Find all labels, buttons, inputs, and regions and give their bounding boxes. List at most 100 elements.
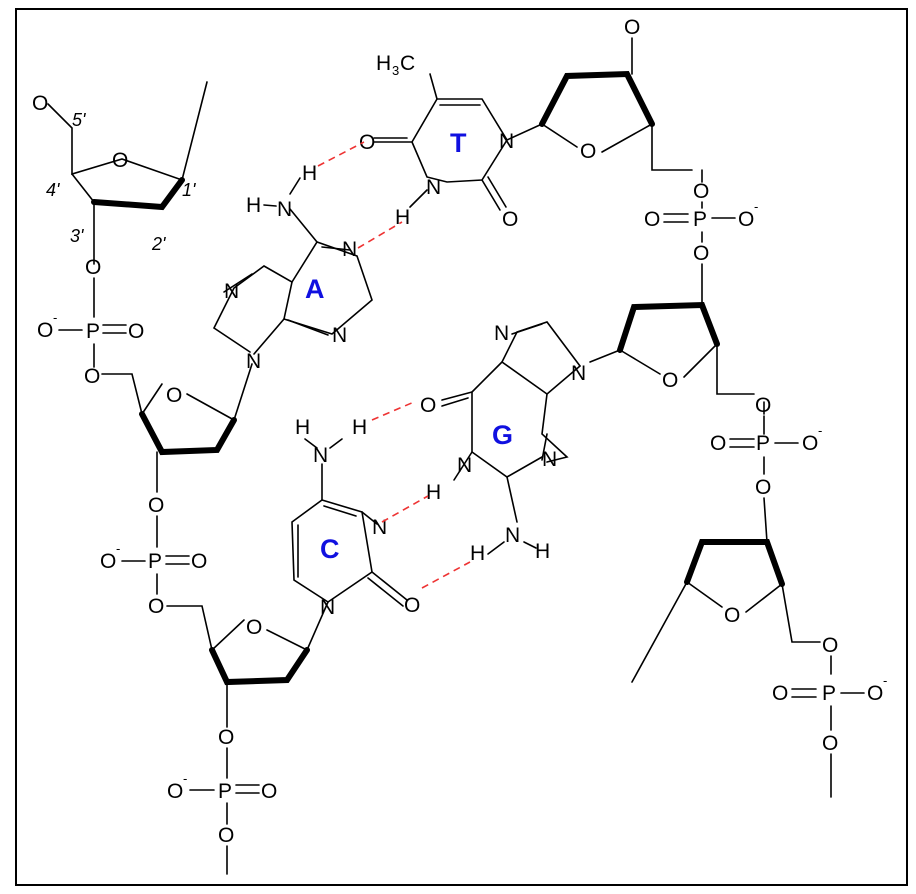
atom-o5-label: O (32, 92, 48, 115)
phosphate-o: O (218, 726, 234, 749)
right-top-sugar: O O (539, 16, 703, 183)
right-strand: O O O O P O - O O (539, 16, 887, 798)
guanine-h-left: H (470, 542, 485, 565)
phosphate-o-end: O (822, 732, 838, 755)
adenine-n6: N (277, 198, 292, 221)
phosphate-o-double: O (710, 432, 726, 455)
phosphate-charge: - (116, 541, 120, 556)
sugar-ring-o: O (580, 140, 596, 163)
adenine-h-top: H (302, 162, 317, 185)
carbon-4-label: 4' (46, 180, 60, 200)
guanine-n3: N (542, 448, 557, 471)
thymine-n1: N (499, 130, 514, 153)
right-phosphate-1: O O P O - O (644, 180, 758, 303)
left-phosphate-3: O O - P O O (167, 726, 277, 875)
hbond-at-1 (317, 141, 365, 167)
cytosine-base: N N O N H H C (291, 416, 420, 619)
base-label-g: G (492, 420, 513, 450)
hydrogen-bonds (317, 141, 471, 589)
phosphate-p: P (148, 550, 162, 573)
phosphate-o-minus: O (167, 780, 183, 803)
methyl-c: C (400, 52, 415, 75)
sugar-o-top: O (624, 16, 640, 39)
phosphate-charge: - (754, 199, 758, 214)
phosphate-o-ester: O (693, 242, 709, 265)
sugar-ring-o: O (724, 604, 740, 627)
phosphate-o: O (693, 180, 709, 203)
carbon-3-label: 3' (70, 226, 84, 246)
adenine-base: N N N N N H H A (212, 162, 373, 373)
thymine-n3: N (426, 176, 441, 199)
adenine-h-left: H (246, 194, 261, 217)
dna-base-pairing-diagram: O O 5' 4' 1' 3' 2' O O - P O O O (32, 16, 887, 875)
phosphate-o-end: O (218, 824, 234, 847)
thymine-h3: H (395, 206, 410, 229)
phosphate-o: O (822, 634, 838, 657)
left-strand: O O 5' 4' 1' 3' 2' O O - P O O O (32, 81, 329, 875)
phosphate-p: P (218, 780, 232, 803)
cytosine-h-right: H (352, 416, 367, 439)
phosphate-o-ester: O (755, 476, 771, 499)
cytosine-n4: N (313, 444, 328, 467)
right-phosphate-2: O O P O - O (710, 394, 822, 543)
guanine-n1: N (457, 454, 472, 477)
hbond-gc-3 (421, 561, 471, 589)
left-bottom-sugar: O (209, 601, 329, 728)
carbon-5-label: 5' (72, 110, 86, 130)
phosphate-o-double: O (772, 682, 788, 705)
left-middle-sugar: O (139, 363, 253, 493)
sugar-ring-o: O (662, 369, 678, 392)
phosphate-o-double: O (261, 780, 277, 803)
phosphate-p: P (693, 208, 707, 231)
phosphate-charge: - (818, 423, 822, 438)
sugar-ring-o: O (166, 384, 182, 407)
right-bottom-sugar: O (631, 539, 821, 683)
right-middle-sugar: O (589, 301, 765, 415)
guanine-n2: N (505, 524, 520, 547)
phosphate-charge: - (883, 673, 887, 688)
guanine-h-right: H (535, 540, 550, 563)
hbond-gc-2 (381, 495, 429, 523)
methyl-h: H (376, 52, 391, 75)
phosphate-p: P (756, 432, 770, 455)
adenine-n7: N (224, 280, 239, 303)
phosphate-o-ester: O (148, 595, 164, 618)
guanine-n7: N (494, 322, 509, 345)
hbond-at-2 (357, 221, 403, 249)
left-phosphate-1: O O - P O O (37, 256, 144, 415)
thymine-base: O N N O H H 3 C T (359, 52, 543, 231)
phosphate-o-minus: O (37, 319, 53, 342)
phosphate-charge: - (53, 310, 57, 325)
guanine-h1: H (426, 481, 441, 504)
cytosine-n1: N (320, 596, 335, 619)
adenine-n1: N (342, 238, 357, 261)
phosphate-o-double: O (128, 320, 144, 343)
diagram-frame: O O 5' 4' 1' 3' 2' O O - P O O O (15, 8, 908, 886)
thymine-o2: O (502, 208, 518, 231)
adenine-n3: N (332, 324, 347, 347)
phosphate-o-ester: O (84, 365, 100, 388)
base-label-t: T (450, 128, 467, 158)
methyl-subscript: 3 (392, 63, 399, 78)
phosphate-o-double: O (644, 208, 660, 231)
guanine-base: N N N N O H N H H G (420, 321, 586, 565)
cytosine-o2: O (404, 594, 420, 617)
phosphate-o-minus: O (802, 432, 818, 455)
sugar-ring-o: O (246, 616, 262, 639)
left-top-sugar: O O 5' 4' 1' 3' 2' (32, 81, 208, 265)
phosphate-o-double: O (191, 550, 207, 573)
carbon-2-label: 2' (151, 234, 166, 254)
carbon-1-label: 1' (182, 180, 196, 200)
phosphate-o: O (755, 394, 771, 417)
guanine-n9: N (571, 362, 586, 385)
hbond-gc-1 (371, 401, 415, 421)
left-phosphate-2: O O - P O O (100, 494, 213, 651)
base-label-c: C (320, 534, 340, 564)
phosphate-charge: - (183, 771, 187, 786)
phosphate-p: P (86, 320, 100, 343)
phosphate-o-minus: O (867, 682, 883, 705)
cytosine-h-left: H (295, 416, 310, 439)
phosphate-o: O (85, 256, 101, 279)
adenine-n9: N (246, 350, 261, 373)
atom-ring-o-label: O (112, 149, 128, 172)
